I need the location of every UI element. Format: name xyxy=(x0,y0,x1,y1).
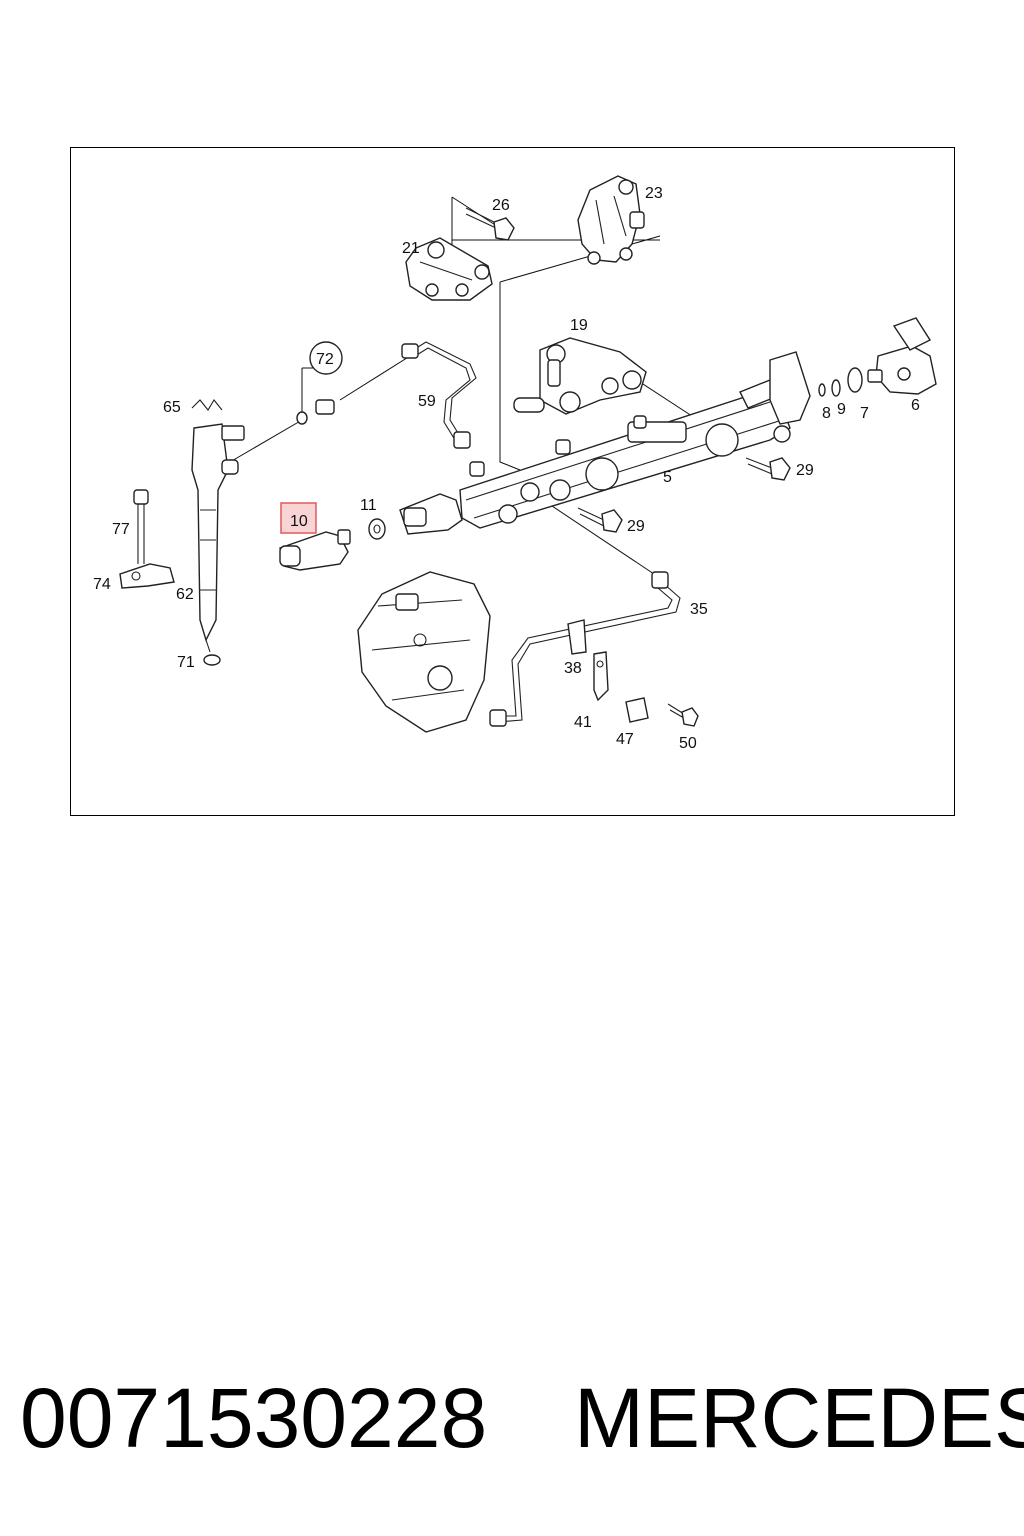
callout-59: 59 xyxy=(418,393,436,410)
callout-29-lower: 29 xyxy=(627,518,645,535)
bracket-19 xyxy=(513,337,647,415)
washer-71 xyxy=(203,654,221,666)
callout-10: 10 xyxy=(290,513,308,530)
rail-pressure-sensor xyxy=(399,493,463,535)
rail-end-fitting xyxy=(769,351,811,443)
callout-19: 19 xyxy=(570,317,588,334)
screw-77 xyxy=(133,489,149,564)
callout-38: 38 xyxy=(564,660,582,677)
callout-9: 9 xyxy=(837,401,846,418)
callout-26: 26 xyxy=(492,197,510,214)
seal-rings xyxy=(818,367,863,397)
callout-50: 50 xyxy=(679,735,697,752)
callout-11: 11 xyxy=(360,497,377,514)
callout-labels: 5 6 7 8 9 10 11 19 21 23 26 29 29 35 38 … xyxy=(93,185,920,752)
bolt-29-upper xyxy=(745,457,791,481)
callout-71: 71 xyxy=(177,654,195,671)
callout-23: 23 xyxy=(645,185,663,202)
callout-29-upper: 29 xyxy=(796,462,814,479)
callout-21: 21 xyxy=(402,240,420,257)
callout-72: 72 xyxy=(316,351,334,368)
part-number: 0071530228 xyxy=(20,1371,488,1465)
bracket-21 xyxy=(405,237,493,301)
callout-41: 41 xyxy=(574,714,592,731)
brand-name: MERCEDES xyxy=(574,1371,1024,1465)
sensor-10 xyxy=(279,529,351,571)
parts-diagram: 5 6 7 8 9 10 11 19 21 23 26 29 29 35 38 … xyxy=(93,175,937,752)
callout-6: 6 xyxy=(911,397,920,414)
pressure-regulator-6 xyxy=(867,317,937,395)
callout-47: 47 xyxy=(616,731,634,748)
callout-7: 7 xyxy=(860,405,869,422)
bolt-50 xyxy=(667,703,699,727)
fuel-rail-5 xyxy=(459,379,791,529)
callout-highlight-box xyxy=(280,502,317,534)
return-line-59 xyxy=(401,341,477,449)
bush-47 xyxy=(625,697,649,723)
high-pressure-line-35 xyxy=(489,571,681,727)
diagram-frame xyxy=(70,147,955,816)
callout-35: 35 xyxy=(690,601,708,618)
bracket-23 xyxy=(577,175,645,265)
callout-65: 65 xyxy=(163,399,181,416)
claw-74 xyxy=(119,563,175,589)
callout-62: 62 xyxy=(176,586,194,603)
clamp-38 xyxy=(567,619,587,655)
callout-74: 74 xyxy=(93,576,111,593)
fitting-72 xyxy=(296,341,343,425)
callout-77: 77 xyxy=(112,521,130,538)
callout-8: 8 xyxy=(822,405,831,422)
injector-62 xyxy=(191,423,245,653)
bolt-29-lower xyxy=(577,507,623,533)
bracket-41 xyxy=(593,651,609,702)
bolt-26 xyxy=(465,207,515,241)
callout-5: 5 xyxy=(663,469,672,486)
clip-65 xyxy=(191,399,223,411)
washer-11 xyxy=(368,518,386,540)
high-pressure-pump xyxy=(357,571,491,733)
